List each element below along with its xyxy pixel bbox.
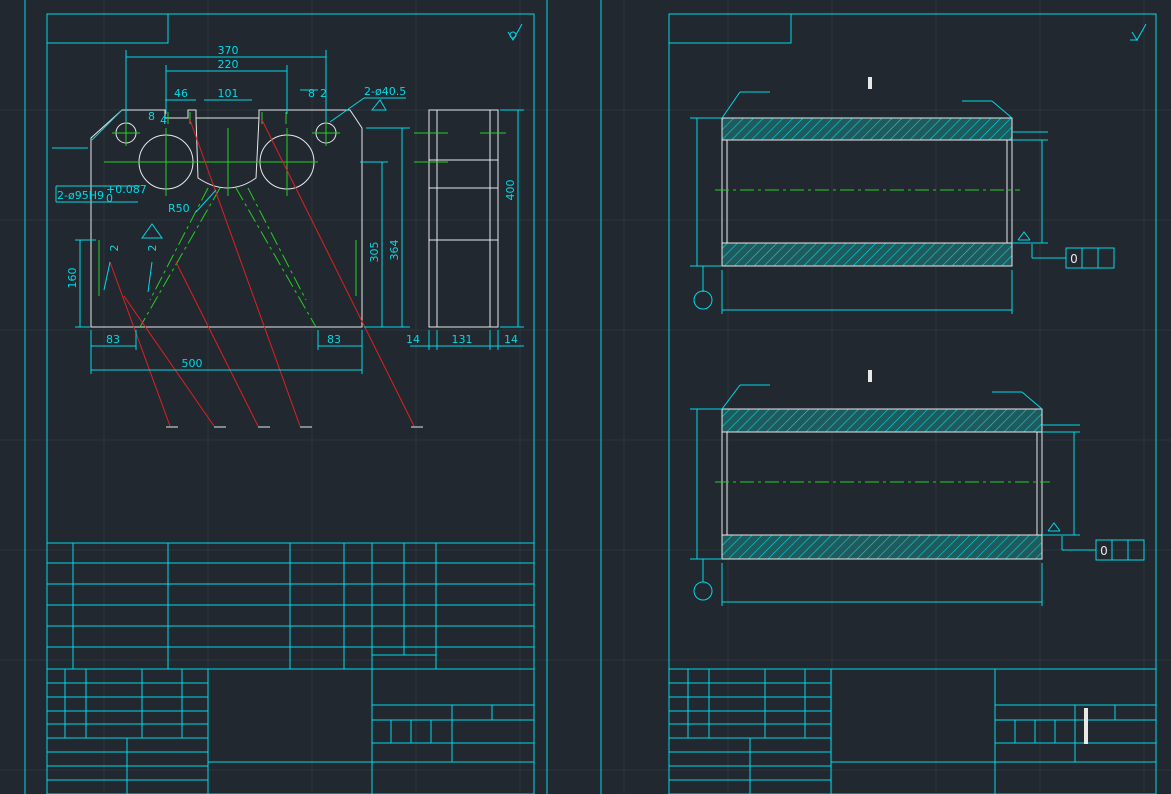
dim-bore-lower-tol: 0 [106, 192, 113, 205]
r50-notch [195, 117, 260, 189]
sleeve-section-bottom [715, 408, 1050, 560]
surface-finish-icon [1130, 23, 1147, 41]
dim-305: 305 [368, 242, 381, 263]
dim-14-left: 14 [406, 333, 420, 346]
sleeve-section-top [715, 117, 1020, 267]
view-label-mark [868, 370, 872, 382]
dim-keyway-8: 8 [308, 87, 315, 100]
part-side-view [410, 109, 524, 350]
parts-list-table [46, 542, 535, 670]
sheet-inner-frame [668, 13, 1157, 794]
tolerance-frame-bottom-value: 0 [1100, 544, 1108, 558]
dim-left-keyway-4: 4 [160, 114, 167, 127]
sleeve-bottom-dimensions [690, 384, 1145, 606]
surface-finish-icon [507, 23, 523, 41]
title-block [668, 668, 1157, 794]
dim-bore: 2-ø95H9 [57, 189, 104, 202]
dim-chamfer-left: 2 [108, 245, 121, 252]
dim-chamfer-right: 2 [146, 245, 159, 252]
dim-r50: R50 [168, 202, 190, 215]
dim-83-right: 83 [327, 333, 341, 346]
dim-220: 220 [218, 58, 239, 71]
sleeve-part-sheet[interactable]: 0 [600, 0, 1171, 794]
sheet-code-box [46, 13, 169, 44]
dim-46: 46 [174, 87, 188, 100]
dim-131: 131 [452, 333, 473, 346]
dim-364: 364 [388, 240, 401, 261]
dim-370: 370 [218, 44, 239, 57]
dim-160: 160 [66, 268, 79, 289]
sheet-code-box [668, 13, 792, 44]
dim-500: 500 [182, 357, 203, 370]
title-block [46, 668, 535, 794]
sheet-outer-border [24, 0, 548, 794]
dimension-lines [52, 50, 410, 374]
dim-14-right: 14 [504, 333, 518, 346]
view-label-mark [868, 77, 872, 89]
sheet-outer-border [600, 0, 602, 794]
sheet-inner-frame [46, 13, 535, 794]
dim-left-keyway-8: 8 [148, 110, 155, 123]
sleeve-top-dimensions [690, 91, 1115, 314]
bracket-part-sheet[interactable]: 370 220 46 101 8 2 2-ø40.5 8 4 2-ø95H9 +… [24, 0, 548, 794]
dim-keyway-2: 2 [320, 87, 327, 100]
dim-83-left: 83 [106, 333, 120, 346]
callout-leaders [109, 119, 423, 428]
part-front-view-outline [90, 109, 363, 328]
tolerance-frame-top-value: 0 [1070, 252, 1078, 266]
dim-bore-upper-tol: +0.087 [106, 183, 147, 196]
dim-bolt-hole: 2-ø40.5 [364, 85, 406, 98]
dim-101: 101 [218, 87, 239, 100]
centerlines [98, 112, 357, 328]
dim-400: 400 [504, 180, 517, 201]
